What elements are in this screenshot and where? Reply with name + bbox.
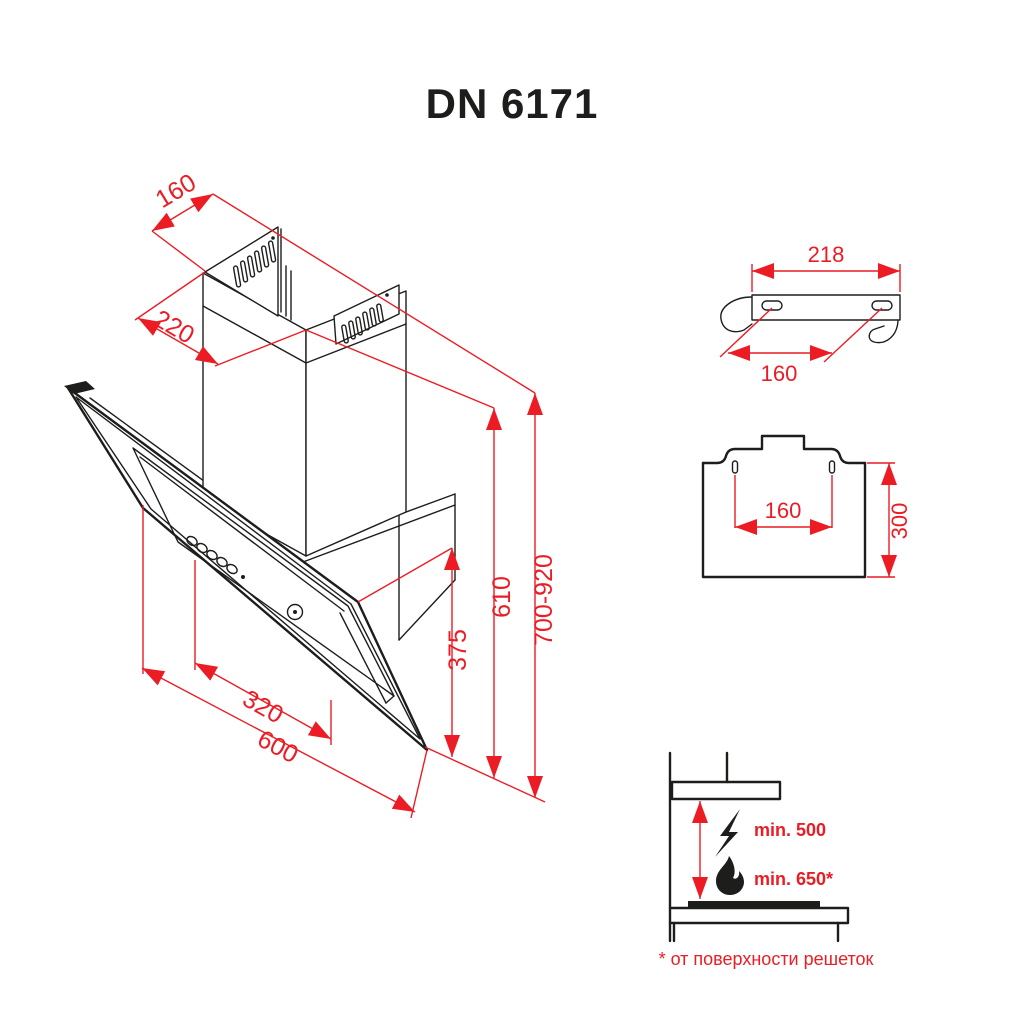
mount-screw-left [731,460,739,474]
dim-label-218: 218 [808,242,845,267]
clearance-electric-label: min. 500 [754,820,826,840]
dim-label-topview-160: 160 [765,498,802,523]
dim-line-220 [137,317,219,365]
flame-icon [716,856,744,895]
glass-corner-clamp [64,381,95,394]
page-title: DN 6171 [425,80,599,127]
mount-screw-right [828,460,836,474]
dim-label-375: 375 [444,629,472,671]
top-view-body [701,461,867,579]
dim-label-160-top: 160 [151,168,201,213]
counter-top [668,906,850,925]
dim-label-300: 300 [887,503,912,540]
dim-label-700-920: 700-920 [530,554,558,646]
dim-label-bracket-160: 160 [761,361,798,386]
dim-label-220: 220 [149,305,199,350]
dim-line-600 [141,667,416,813]
vent-slots-left [232,240,277,288]
top-view: 160 300 [701,434,912,579]
bracket-view: 218 160 [719,242,901,386]
dim-label-610: 610 [488,576,516,618]
bracket-body [751,294,901,321]
chimney-inner-duct [204,226,400,345]
hinge [286,603,304,621]
screw-hole [385,293,389,297]
clearance-view: min. 500 min. 650* * от поверхности реше… [659,751,874,969]
screw-hole [271,236,275,240]
hood-bottom-box [670,780,782,801]
bracket-left-hook [720,296,753,333]
bracket-slot-left [761,300,783,311]
bracket-right-hook [868,320,899,344]
top-view-duct-outline [701,434,867,465]
clearance-gas-label: min. 650* [754,869,833,889]
control-buttons [186,535,245,579]
main-isometric-view: 160 220 320 600 375 610 700-920 [64,168,558,819]
dim-line-160 [151,193,214,232]
chimney-outer-duct [202,272,407,557]
dim-label-600: 600 [253,725,303,769]
cooktop-bar [688,901,820,908]
bracket-slot-right [871,300,893,311]
clearance-footnote: * от поверхности решеток [659,949,874,969]
vent-slots-right [341,303,384,344]
led-indicator [241,575,245,579]
lightning-icon [715,809,740,857]
